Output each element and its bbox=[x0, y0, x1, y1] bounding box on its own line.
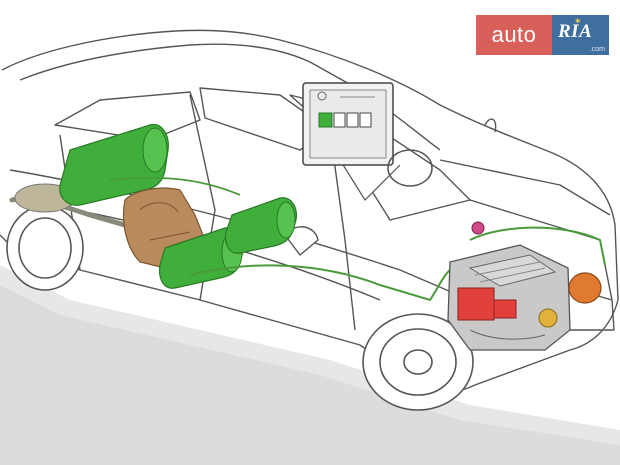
steering-wheel bbox=[387, 149, 433, 187]
rear-wheel bbox=[6, 205, 84, 291]
logo-ria-text: RIA bbox=[558, 21, 593, 42]
engine-icon bbox=[447, 244, 571, 351]
logo-auto-text: auto bbox=[476, 15, 552, 55]
logo-dotcom-text: .com bbox=[589, 46, 605, 53]
front-wheel bbox=[362, 313, 474, 411]
gas-line-rear bbox=[109, 176, 241, 196]
underfloor-gas-cylinder-2 bbox=[224, 197, 297, 254]
gas-cylinder-icon bbox=[59, 124, 169, 206]
ground-shadow-inner bbox=[0, 285, 620, 465]
gas-valve bbox=[471, 221, 485, 235]
logo-star-icon: ✶ bbox=[574, 16, 582, 26]
gas-line-upper bbox=[469, 226, 606, 266]
logo-ria-block: ✶ RIA .com bbox=[552, 15, 609, 55]
switch-panel-icon bbox=[302, 82, 401, 201]
auto-ria-logo: auto ✶ RIA .com bbox=[476, 15, 609, 55]
gas-line bbox=[189, 261, 461, 302]
gas-reducer bbox=[568, 272, 602, 304]
